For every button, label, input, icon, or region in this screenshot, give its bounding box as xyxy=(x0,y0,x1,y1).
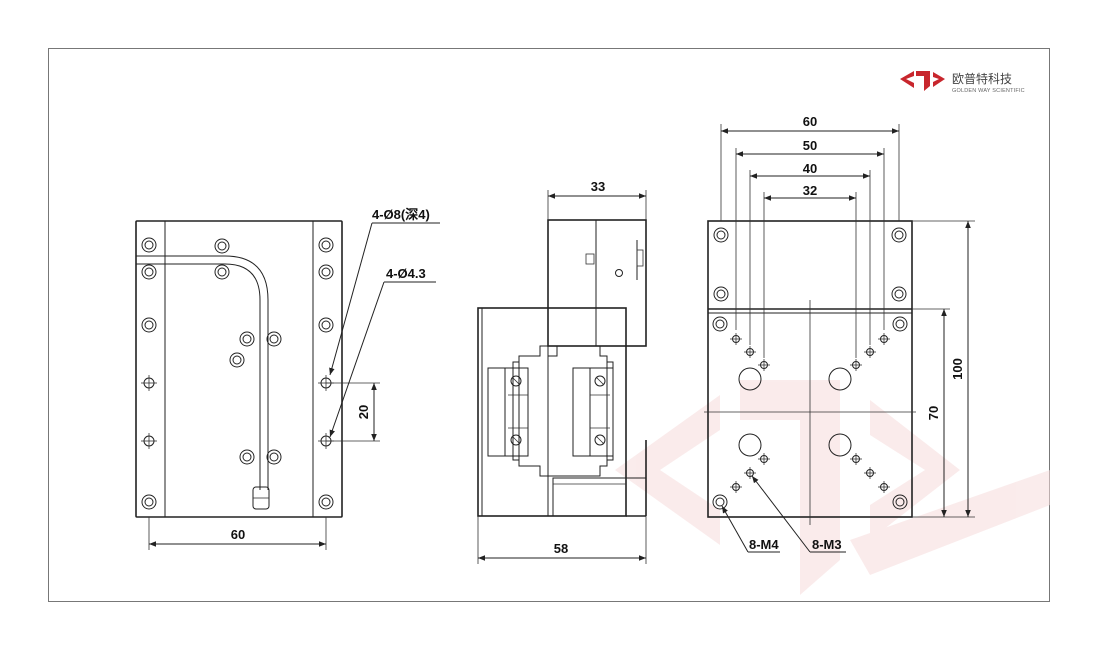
dim-left-width: 60 xyxy=(231,527,245,542)
right-view: 60 50 40 32 100 70 8-M4 8-M3 xyxy=(704,114,975,553)
dim-middle-top: 33 xyxy=(591,179,605,194)
dim-left-spacing: 20 xyxy=(356,405,371,419)
dim-right-70: 70 xyxy=(926,406,941,420)
left-view: 60 20 4-Ø8(深4) 4-Ø4.3 xyxy=(135,207,440,550)
dim-right-32: 32 xyxy=(803,183,817,198)
brand-name-cn: 欧普特科技 xyxy=(952,71,1012,86)
callout-counterbore: 4-Ø8(深4) xyxy=(372,207,430,222)
callout-through-hole: 4-Ø4.3 xyxy=(386,266,426,281)
dim-right-60: 60 xyxy=(803,114,817,129)
watermark-logo xyxy=(615,380,1050,595)
dim-middle-bottom: 58 xyxy=(554,541,568,556)
middle-view: 33 58 xyxy=(477,179,647,564)
callout-m3: 8-M3 xyxy=(812,537,842,552)
dim-right-50: 50 xyxy=(803,138,817,153)
dim-right-100: 100 xyxy=(950,358,965,380)
brand-logo: 欧普特科技 GOLDEN WAY SCIENTIFIC xyxy=(900,71,1025,94)
dim-right-40: 40 xyxy=(803,161,817,176)
callout-m4: 8-M4 xyxy=(749,537,779,552)
drawing-frame xyxy=(48,48,1050,602)
logo-mark-icon xyxy=(900,71,945,91)
brand-name-en: GOLDEN WAY SCIENTIFIC xyxy=(952,88,1025,94)
